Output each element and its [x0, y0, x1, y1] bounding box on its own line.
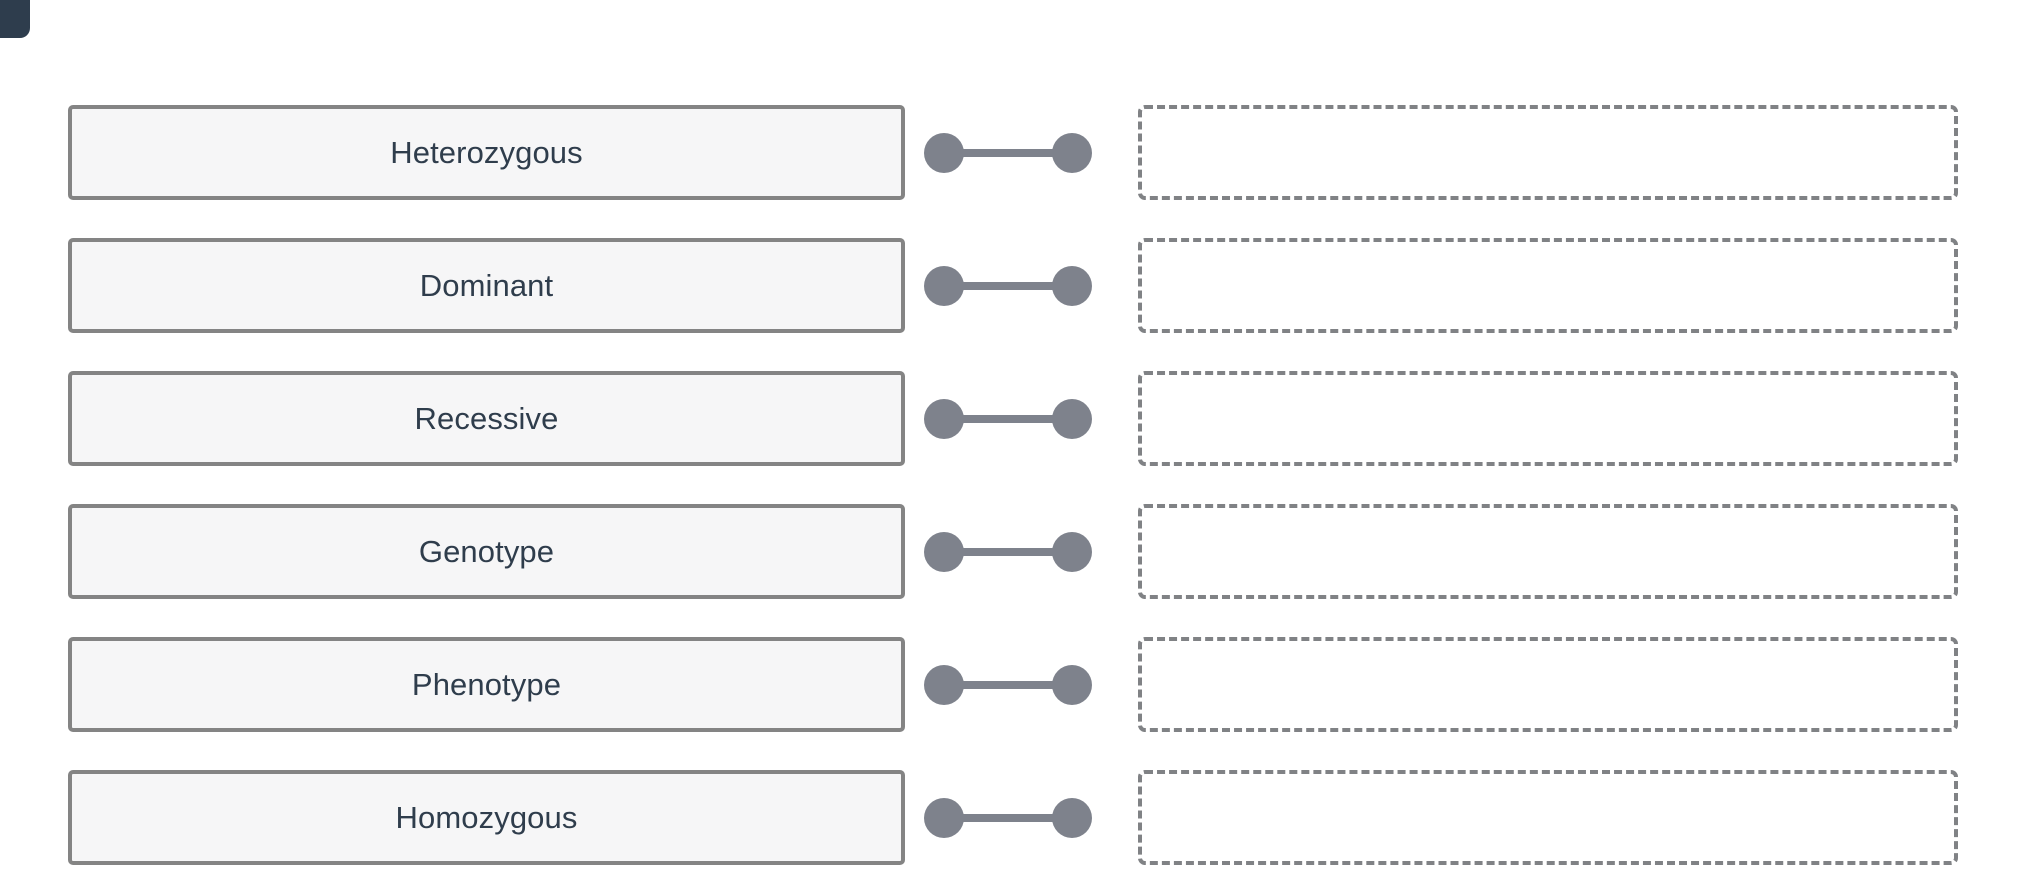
match-row: Heterozygous	[68, 105, 1958, 200]
term-tile-4[interactable]: Genotype	[68, 504, 905, 599]
connector-dot-right-icon	[1052, 798, 1092, 838]
connector-bar-icon	[952, 149, 1064, 157]
connector-dot-right-icon	[1052, 532, 1092, 572]
term-label: Heterozygous	[390, 135, 583, 170]
match-row: Recessive	[68, 371, 1958, 466]
drop-zone-4[interactable]	[1138, 504, 1958, 599]
connector-3	[924, 399, 1092, 439]
connector-5	[924, 665, 1092, 705]
term-label: Homozygous	[395, 800, 578, 835]
connector-2	[924, 266, 1092, 306]
match-row: Phenotype	[68, 637, 1958, 732]
connector-bar-icon	[952, 681, 1064, 689]
term-label: Genotype	[418, 534, 555, 569]
drop-zone-5[interactable]	[1138, 637, 1958, 732]
term-tile-2[interactable]: Dominant	[68, 238, 905, 333]
connector-dot-right-icon	[1052, 133, 1092, 173]
drop-zone-6[interactable]	[1138, 770, 1958, 865]
term-tile-3[interactable]: Recessive	[68, 371, 905, 466]
drop-zone-3[interactable]	[1138, 371, 1958, 466]
term-label: Dominant	[419, 268, 554, 303]
term-label: Recessive	[414, 401, 559, 436]
connector-dot-right-icon	[1052, 266, 1092, 306]
connector-bar-icon	[952, 814, 1064, 822]
connector-4	[924, 532, 1092, 572]
connector-6	[924, 798, 1092, 838]
term-label: Phenotype	[411, 667, 562, 702]
drop-zone-1[interactable]	[1138, 105, 1958, 200]
connector-dot-right-icon	[1052, 665, 1092, 705]
term-tile-5[interactable]: Phenotype	[68, 637, 905, 732]
term-tile-1[interactable]: Heterozygous	[68, 105, 905, 200]
corner-badge	[0, 0, 30, 38]
connector-dot-right-icon	[1052, 399, 1092, 439]
drop-zone-2[interactable]	[1138, 238, 1958, 333]
match-row: Homozygous	[68, 770, 1958, 865]
match-row: Genotype	[68, 504, 1958, 599]
connector-1	[924, 133, 1092, 173]
match-row: Dominant	[68, 238, 1958, 333]
connector-bar-icon	[952, 415, 1064, 423]
connector-bar-icon	[952, 282, 1064, 290]
connector-bar-icon	[952, 548, 1064, 556]
term-tile-6[interactable]: Homozygous	[68, 770, 905, 865]
